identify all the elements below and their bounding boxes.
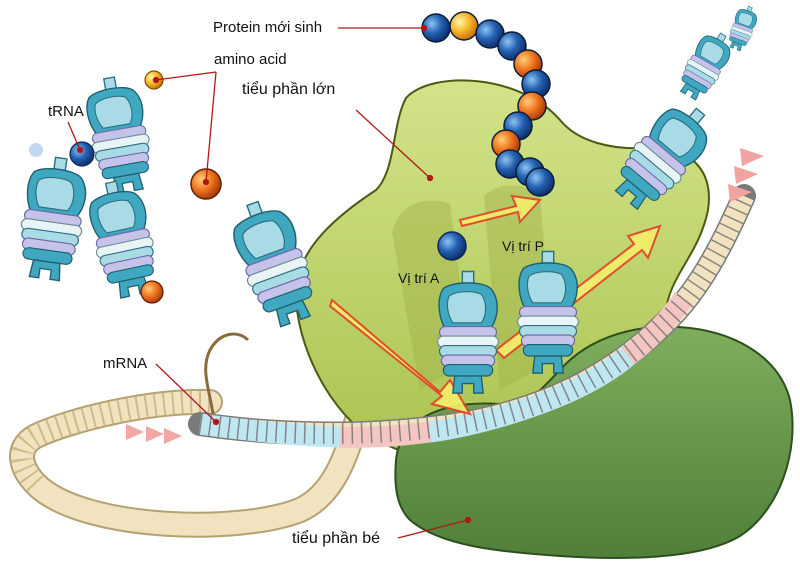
trna-site-p-icon	[516, 250, 580, 374]
trna-site-a-icon	[436, 270, 500, 394]
trna-free-a-icon	[80, 72, 159, 198]
label-site-p: Vị trí P	[502, 238, 545, 254]
label-small-subunit: tiểu phần bé	[292, 530, 381, 547]
mrna-codons	[188, 184, 756, 448]
mrna-strand-icon	[9, 332, 373, 538]
protein-bead-icon	[525, 167, 555, 197]
protein-bead-icon	[449, 11, 479, 41]
label-mrna: mRNA	[103, 355, 148, 372]
trna-exit-farthest-icon	[724, 2, 762, 54]
amino-acid-free-blue-icon	[69, 141, 95, 167]
amino-acid-site-a-icon	[437, 231, 467, 261]
label-amino-acid: amino acid	[214, 51, 287, 68]
amino-acid-free-orange-icon	[140, 280, 164, 304]
label-site-a: Vị trí A	[398, 270, 440, 286]
leader-lines	[67, 24, 472, 539]
trna-free-b-icon	[13, 153, 93, 284]
label-trna: tRNA	[48, 103, 84, 120]
label-nascent-protein: Protein mới sinh	[213, 19, 323, 36]
label-large-subunit: tiểu phần lớn	[242, 81, 336, 98]
protein-chain-icon	[421, 11, 555, 197]
protein-bead-icon	[517, 91, 547, 121]
trna-exit-far-icon	[672, 25, 739, 105]
amino-acid-faint-icon	[29, 143, 43, 157]
exit-arrows-icon	[728, 148, 764, 202]
